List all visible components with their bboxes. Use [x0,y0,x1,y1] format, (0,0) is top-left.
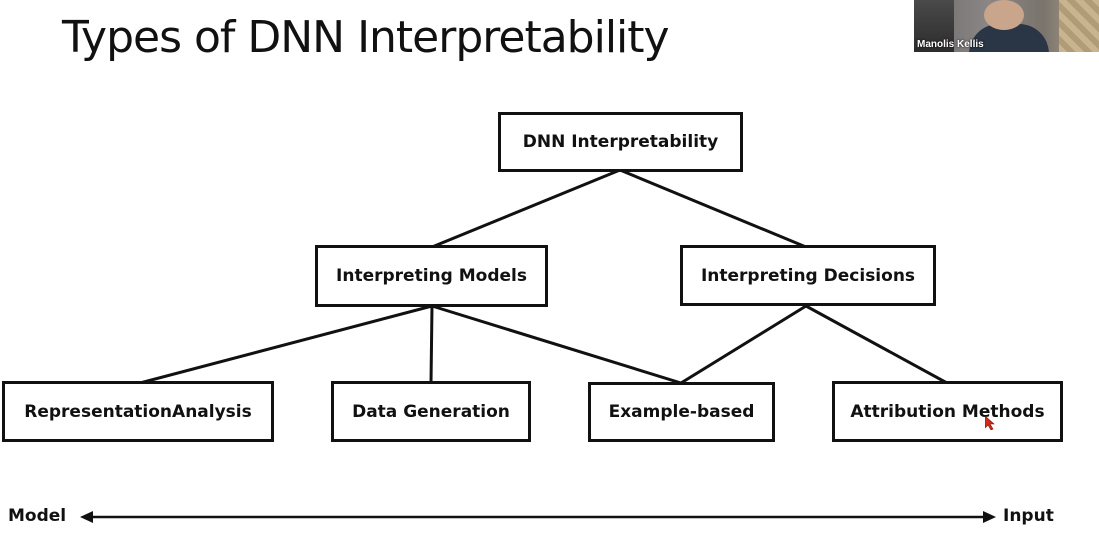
node-interpreting-models: Interpreting Models [315,245,548,307]
node-representation-analysis: RepresentationAnalysis [2,381,274,442]
video-background-shelf [914,0,954,52]
participant-head [984,0,1024,30]
model-input-axis [80,511,996,523]
edge-models-datagen [429,305,434,384]
mouse-cursor-icon [985,416,995,430]
node-label: Interpreting Models [336,266,527,286]
node-interpreting-decisions: Interpreting Decisions [680,245,936,306]
node-label: RepresentationAnalysis [24,401,252,422]
node-label: Interpreting Decisions [700,265,916,286]
video-background-pillow [1059,0,1099,52]
node-label: DNN Interpretability [522,132,719,152]
axis-arrow-left [80,511,93,523]
node-label: Attribution Methods [850,401,1045,422]
node-label: Data Generation [352,401,510,422]
node-data-generation: Data Generation [331,381,531,442]
slide-title: Types of DNN Interpretability [62,12,670,63]
participant-name: Manolis Kellis [917,39,984,50]
node-dnn-interpretability: DNN Interpretability [498,112,743,172]
node-example-based: Example-based [588,382,775,442]
edge-root-models [431,168,621,249]
edge-models-representation [139,304,433,385]
node-attribution-methods: Attribution Methods [832,381,1063,442]
participant-video-tile[interactable]: Manolis Kellis [914,0,1099,52]
edge-decisions-attribution [805,304,948,385]
edge-models-example [431,304,682,385]
axis-label-input: Input [1003,506,1054,526]
edge-decisions-example [680,304,807,385]
axis-arrow-right [983,511,996,523]
node-label: Example-based [608,402,755,422]
axis-label-model: Model [8,506,67,526]
edge-root-decisions [619,168,807,249]
